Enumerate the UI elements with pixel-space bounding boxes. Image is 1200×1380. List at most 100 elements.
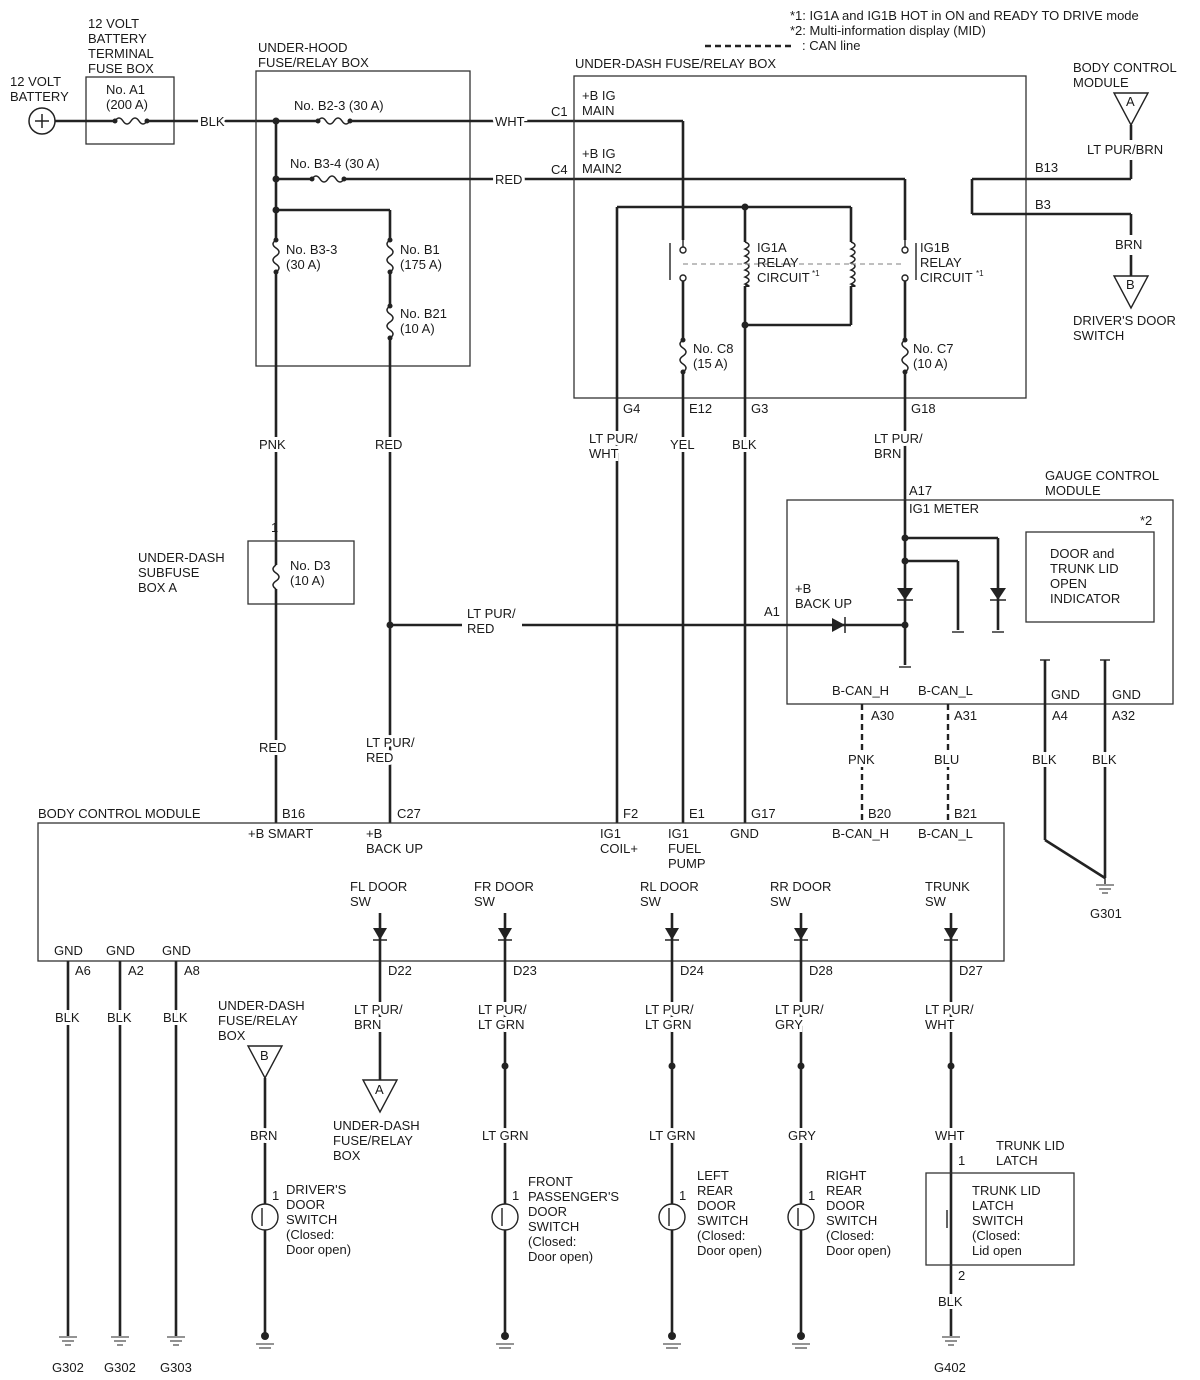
ground-icon-front (496, 1343, 514, 1349)
ig1a-label-2: RELAY (757, 255, 799, 270)
fuse-b1-label-2: (175 A) (400, 257, 442, 272)
wire-b-label: BRN (1115, 237, 1142, 252)
ground-icon-left (663, 1343, 681, 1349)
connector-a-bottom (361, 1079, 399, 1114)
front-door-switch-icon (491, 1203, 519, 1231)
fuse-c7-pin-a (902, 337, 908, 343)
left-label-3: DOOR (697, 1198, 736, 1213)
udfb2-label-3: BOX (333, 1148, 361, 1163)
conn-a8: A8 (184, 963, 200, 978)
bcm-ig1coil-2: COIL+ (600, 841, 638, 856)
fuse-c8-icon (679, 339, 687, 373)
right-label-5: (Closed: (826, 1228, 874, 1243)
bcm-box (37, 822, 1005, 962)
fuse-b33-pin-a (273, 237, 279, 243)
wire-red-label: RED (495, 172, 522, 187)
fl-label-2: SW (350, 894, 372, 909)
driver-label-4: (Closed: (286, 1227, 334, 1242)
door-ind-1: DOOR and (1050, 546, 1114, 561)
trunk-pin1: 1 (958, 1153, 965, 1168)
fuse-a1-icon (114, 117, 148, 125)
star2-label: *2 (1140, 513, 1152, 528)
wire-d28-label-b: GRY (788, 1128, 816, 1143)
underhood-title-1: UNDER-HOOD (258, 40, 348, 55)
left-label-2: REAR (697, 1183, 733, 1198)
conn-g17: G17 (751, 806, 776, 821)
fuse-b3-3-icon (272, 239, 280, 273)
udfb-label-3: BOX (218, 1028, 246, 1043)
fuse-b3-4-label: No. B3-4 (30 A) (290, 156, 380, 171)
front-label-1: FRONT (528, 1174, 573, 1189)
fuse-b1-icon (386, 239, 394, 273)
conn-a17: A17 (909, 483, 932, 498)
terminal-box-label-4: FUSE BOX (88, 61, 154, 76)
bigmain2-label-1: +B IG (582, 146, 616, 161)
conn-b21: B21 (954, 806, 977, 821)
subfuse-pin: 1 (271, 520, 278, 535)
driver-label-1: DRIVER'S (286, 1182, 347, 1197)
gauge-bbackup-2: BACK UP (795, 596, 852, 611)
subfuse-box (247, 540, 355, 605)
fr-label-1: FR DOOR (474, 879, 534, 894)
conn-b20: B20 (868, 806, 891, 821)
ig1meter-label: IG1 METER (909, 501, 979, 516)
d23-splice (501, 1062, 509, 1070)
junction-coil-top (741, 203, 749, 211)
gauge-title-2: MODULE (1045, 483, 1101, 498)
wire-wht-label: WHT (495, 114, 525, 129)
ground-g302a: G302 (52, 1360, 84, 1375)
wire-a1-label-2: RED (467, 621, 494, 636)
front-label-6: Door open) (528, 1249, 593, 1264)
wire-d22-label-2: BRN (354, 1017, 381, 1032)
bcm-right-title-1: BODY CONTROL (1073, 60, 1177, 75)
conn-b3: B3 (1035, 197, 1051, 212)
connector-b-marker (1112, 275, 1150, 310)
right-label-1: RIGHT (826, 1168, 867, 1183)
bcm-gnd: GND (730, 826, 759, 841)
connector-a-marker (1112, 92, 1150, 127)
ground-g303: G303 (160, 1360, 192, 1375)
can-legend-text: : CAN line (802, 38, 861, 53)
wire-trunk-blk-label: BLK (938, 1294, 963, 1309)
ig1b-label-3: CIRCUIT (920, 270, 973, 285)
bigmain-label-2: MAIN (582, 103, 615, 118)
conn-a30: A30 (871, 708, 894, 723)
fuse-c8-label-1: No. C8 (693, 341, 733, 356)
left-pin1: 1 (679, 1188, 686, 1203)
trunk-pin2: 2 (958, 1268, 965, 1283)
gauge-gnd-1: GND (1051, 687, 1080, 702)
ig1a-label-3: CIRCUIT (757, 270, 810, 285)
fuse-b21-label-1: No. B21 (400, 306, 447, 321)
wire-a4-label: BLK (1032, 752, 1057, 767)
ground-icon-g303 (167, 1336, 185, 1346)
gauge-bbackup-1: +B (795, 581, 811, 596)
wire-d27-label-b: WHT (935, 1128, 965, 1143)
battery-label-1: 12 VOLT (10, 74, 61, 89)
bigmain2-label-2: MAIN2 (582, 161, 622, 176)
trunk-label-3: SWITCH (972, 1213, 1023, 1228)
trunk-label-4: (Closed: (972, 1228, 1020, 1243)
wire-d27-label-2: WHT (925, 1017, 955, 1032)
bcm-bbackup-2: BACK UP (366, 841, 423, 856)
fuse-c7-label-1: No. C7 (913, 341, 953, 356)
bcm-ig1coil-1: IG1 (600, 826, 621, 841)
wire-a-label: LT PUR/BRN (1087, 142, 1163, 157)
udfb2-label-2: FUSE/RELAY (333, 1133, 413, 1148)
ig1a-star: *1 (812, 269, 820, 278)
wire-d28-label-2: GRY (775, 1017, 803, 1032)
ig1a-label-1: IG1A (757, 240, 787, 255)
wire-a1-label-mask (462, 612, 522, 640)
fuse-a1-pin-a (112, 118, 118, 124)
ig1b-star: *1 (976, 269, 984, 278)
ground-g301: G301 (1090, 906, 1122, 921)
trunk-sw-label-1: TRUNK (925, 879, 970, 894)
conn-a-bottom: A (375, 1082, 384, 1097)
fuse-a1-label-1: No. A1 (106, 82, 145, 97)
wire-d24-label-2: LT GRN (645, 1017, 691, 1032)
wire-c27-label-2: RED (366, 750, 393, 765)
front-label-3: DOOR (528, 1204, 567, 1219)
ground-icon-driver (256, 1343, 274, 1349)
bcm-right-title-2: MODULE (1073, 75, 1129, 90)
gauge-bcan-l: B-CAN_L (918, 683, 973, 698)
